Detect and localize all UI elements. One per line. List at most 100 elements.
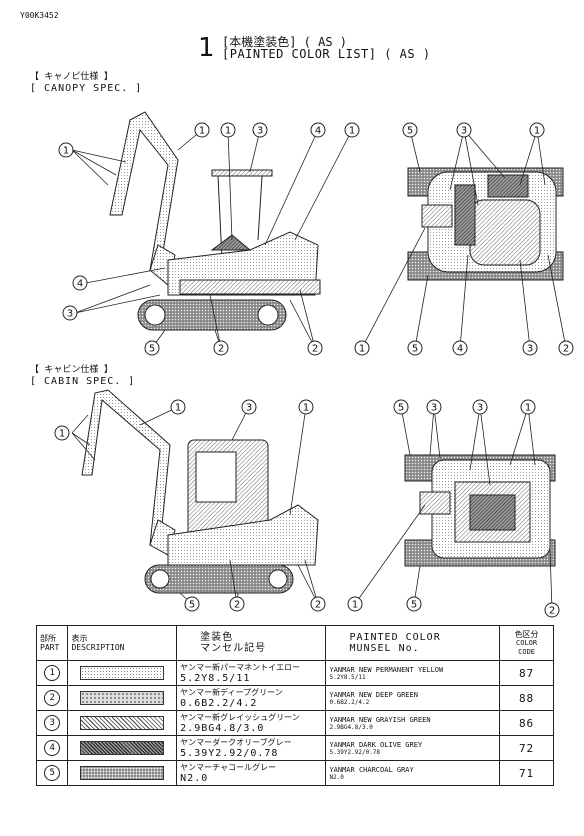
callout-cabin-side: 2	[310, 596, 326, 612]
header-part-jp: 部所	[40, 634, 56, 643]
header-code: CODE	[518, 647, 535, 656]
jp-munsell: N2.0	[180, 773, 209, 784]
color-code: 87	[518, 666, 535, 680]
callout-cabin-side: 1	[54, 425, 70, 441]
svg-text:2: 2	[549, 606, 555, 617]
callout-canopy-side: 1	[58, 142, 74, 158]
part-number: 4	[44, 740, 61, 756]
color-code: 88	[518, 691, 535, 705]
cabin-side-view	[81, 389, 319, 594]
svg-text:1: 1	[359, 344, 365, 355]
en-munsell: N2.0	[329, 773, 344, 781]
callout-canopy-side: 5	[144, 340, 160, 356]
color-code: 86	[518, 716, 535, 730]
swatch-charcoal-gray	[80, 766, 165, 780]
callout-canopy-top: 1	[529, 122, 545, 138]
callout-cabin-top: 5	[393, 399, 409, 415]
svg-text:5: 5	[412, 344, 418, 355]
callout-canopy-side: 4	[310, 122, 326, 138]
callout-cabin-top: 1	[347, 596, 363, 612]
canopy-spec-jp: 【 キャノピ仕様 】	[30, 72, 113, 82]
jp-munsell: 0.6B2.2/4.2	[180, 698, 258, 709]
callout-cabin-top: 2	[544, 602, 560, 618]
jp-munsell: 5.2Y8.5/11	[180, 673, 251, 684]
part-number: 1	[44, 665, 61, 681]
svg-text:3: 3	[246, 403, 252, 414]
canopy-top-view	[407, 167, 564, 281]
jp-color-name: ヤンマー新グレイッシュグリーン	[180, 713, 300, 722]
color-code: 71	[518, 766, 535, 780]
en-color-name: YANMAR NEW GRAYISH GREEN	[329, 715, 431, 724]
callout-canopy-top: 1	[354, 340, 370, 356]
canopy-spec-label: 【 キャノピ仕様 】 [ CANOPY SPEC. ]	[30, 72, 142, 94]
callout-canopy-side: 3	[62, 305, 78, 321]
callout-canopy-side: 1	[344, 122, 360, 138]
callout-canopy-side: 1	[194, 122, 210, 138]
callout-canopy-top: 5	[407, 340, 423, 356]
svg-text:1: 1	[175, 403, 181, 414]
svg-text:1: 1	[349, 126, 355, 137]
en-munsell: 5.39Y2.92/0.78	[329, 748, 381, 756]
svg-text:3: 3	[461, 126, 467, 137]
svg-text:3: 3	[431, 403, 437, 414]
en-color-name: YANMAR CHARCOAL GRAY	[329, 765, 414, 774]
svg-text:5: 5	[407, 126, 413, 137]
en-munsell: 0.6B2.2/4.2	[329, 698, 370, 706]
callout-cabin-top: 3	[426, 399, 442, 415]
part-number: 5	[44, 765, 61, 781]
callout-cabin-top: 3	[472, 399, 488, 415]
swatch-grayish-green	[80, 716, 165, 730]
callout-canopy-top: 4	[452, 340, 468, 356]
svg-text:2: 2	[563, 344, 569, 355]
callout-cabin-side: 1	[170, 399, 186, 415]
jp-color-name: ヤンマー新ディープグリーン	[180, 688, 283, 697]
title-en: [PAINTED COLOR LIST] ( AS )	[222, 47, 431, 61]
canopy-spec-en: [ CANOPY SPEC. ]	[30, 83, 143, 94]
svg-text:1: 1	[225, 126, 231, 137]
svg-text:1: 1	[59, 429, 65, 440]
svg-text:4: 4	[315, 126, 321, 137]
header-desc-en: DESCRIPTION	[71, 643, 125, 652]
header-part-en: PART	[40, 643, 60, 652]
svg-text:5: 5	[149, 344, 155, 355]
en-color-name: YANMAR NEW DEEP GREEN	[329, 690, 418, 699]
svg-text:3: 3	[477, 403, 483, 414]
svg-text:1: 1	[352, 600, 358, 611]
svg-text:5: 5	[398, 403, 404, 414]
callout-canopy-side: 2	[307, 340, 323, 356]
canopy-side-view	[109, 111, 321, 331]
part-number: 2	[44, 690, 61, 706]
en-munsell: 5.2Y8.5/11	[329, 673, 366, 681]
title-jp: [本機塗装色] ( AS )	[222, 35, 348, 49]
svg-text:1: 1	[525, 403, 531, 414]
header-painted-color: PAINTED COLOR	[349, 632, 441, 643]
swatch-yellow	[80, 666, 165, 680]
header-desc-jp: 表示	[71, 634, 88, 643]
header-munsel-no: MUNSEL No.	[349, 643, 420, 654]
jp-munsell: 5.39Y2.92/0.78	[180, 748, 279, 759]
section-number: 1	[198, 33, 215, 63]
callout-canopy-top: 5	[402, 122, 418, 138]
svg-text:3: 3	[527, 344, 533, 355]
svg-text:5: 5	[189, 600, 195, 611]
en-color-name: YANMAR DARK OLIVE GREY	[329, 740, 423, 749]
jp-color-name: ヤンマーチャコールグレー	[180, 763, 277, 772]
cabin-spec-en: [ CABIN SPEC. ]	[30, 376, 136, 387]
svg-text:3: 3	[257, 126, 263, 137]
svg-text:2: 2	[315, 600, 321, 611]
callout-canopy-side: 4	[72, 275, 88, 291]
callout-canopy-top: 3	[456, 122, 472, 138]
color-code: 72	[518, 741, 535, 755]
callout-canopy-top: 2	[558, 340, 574, 356]
svg-text:1: 1	[63, 146, 69, 157]
jp-color-name: ヤンマーダークオリーブグレー	[180, 738, 292, 747]
svg-text:2: 2	[312, 344, 318, 355]
callout-canopy-side: 2	[213, 340, 229, 356]
svg-text:2: 2	[218, 344, 224, 355]
